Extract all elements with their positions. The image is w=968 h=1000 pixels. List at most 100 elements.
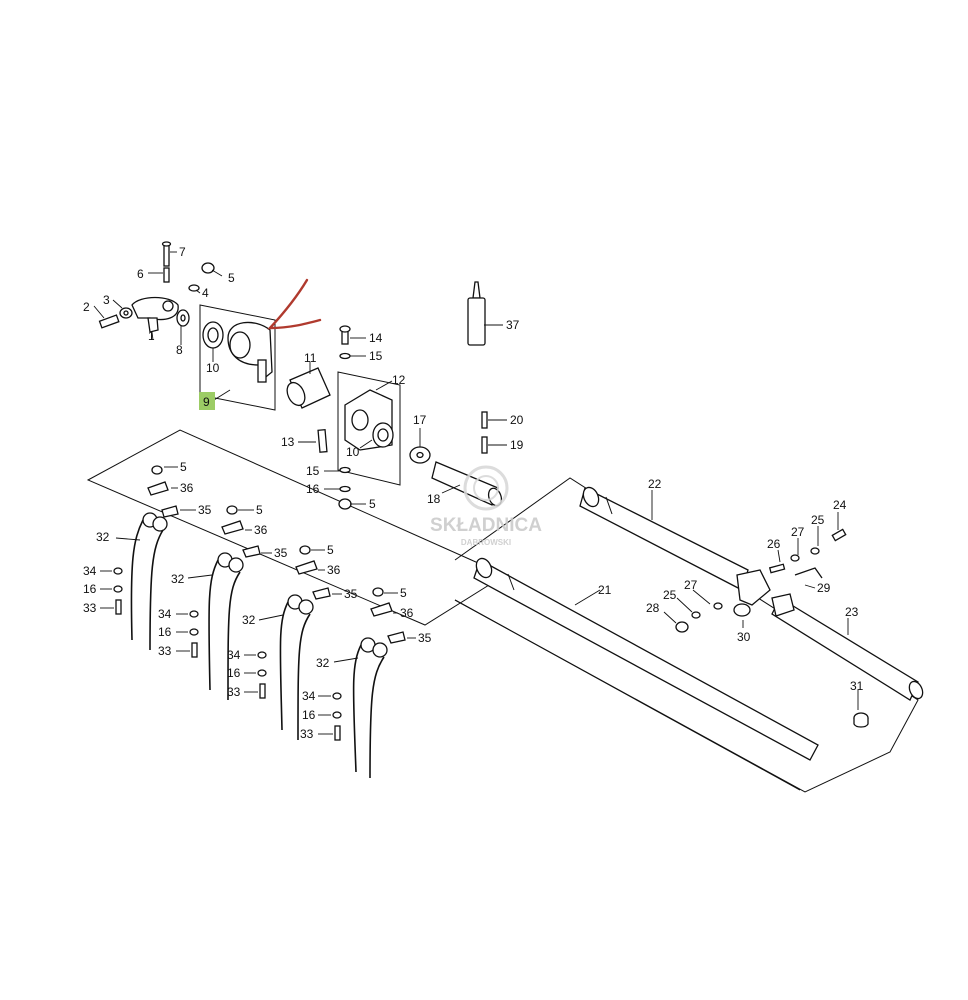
frame-12	[337, 371, 401, 486]
frame-9	[199, 304, 276, 411]
pin-29	[794, 567, 823, 579]
washer-25-top	[810, 547, 820, 555]
label-20: 20	[510, 413, 524, 427]
label-5: 5	[228, 271, 235, 285]
label-17: 17	[413, 413, 427, 427]
washer-27-low	[713, 602, 723, 610]
watermark-emblem-icon	[463, 465, 509, 511]
bolt-14	[339, 325, 351, 345]
key-13	[317, 428, 328, 453]
watermark-logo: SKŁADNICA DĄBROWSKI	[430, 465, 542, 547]
label-3: 3	[103, 293, 110, 307]
washer-15-upper	[339, 352, 351, 360]
label-g3-16: 16	[227, 666, 241, 680]
label-12: 12	[392, 373, 406, 387]
label-g1-35: 35	[198, 503, 212, 517]
label-g2-34: 34	[158, 607, 172, 621]
label-18: 18	[427, 492, 441, 506]
label-g2-16: 16	[158, 625, 172, 639]
label-g1-5: 5	[180, 460, 187, 474]
tine-group-1	[113, 465, 179, 651]
bolt-24	[831, 528, 847, 542]
cam-housing	[227, 321, 273, 383]
highlight-9	[199, 392, 215, 410]
nut-5-top	[201, 262, 215, 274]
label-21: 21	[598, 583, 612, 597]
label-15-upper: 15	[369, 349, 383, 363]
label-5-mid: 5	[369, 497, 376, 511]
label-29: 29	[817, 581, 831, 595]
label-7: 7	[179, 245, 186, 259]
washer-15-lower	[339, 466, 351, 474]
tube-21	[473, 557, 819, 761]
label-19: 19	[510, 438, 524, 452]
washer-16	[339, 485, 351, 493]
label-g3-33: 33	[227, 685, 241, 699]
pin-20	[481, 411, 488, 429]
label-g4-16: 16	[302, 708, 316, 722]
tube-plate-outline	[454, 477, 919, 793]
bolt-2	[98, 314, 120, 329]
tine-group-4	[332, 587, 406, 779]
label-27-top: 27	[791, 525, 805, 539]
pin-26	[768, 563, 786, 574]
label-g4-35: 35	[418, 631, 432, 645]
label-g4-36: 36	[400, 606, 414, 620]
pin-19	[481, 436, 488, 454]
label-10-right: 10	[346, 445, 360, 459]
label-g1-34: 34	[83, 564, 97, 578]
nut-3	[119, 307, 133, 319]
label-g3-36: 36	[327, 563, 341, 577]
label-g4-32: 32	[316, 656, 330, 670]
label-15-lower: 15	[306, 464, 320, 478]
hand-drawn-arrow	[267, 278, 322, 330]
label-13: 13	[281, 435, 295, 449]
washer-17	[409, 446, 431, 464]
label-g1-36: 36	[180, 481, 194, 495]
watermark-sub: DĄBROWSKI	[461, 538, 511, 547]
label-g2-35: 35	[274, 546, 288, 560]
washer-25-low	[691, 611, 701, 619]
nut-5-mid	[338, 498, 352, 510]
tube-plate-outline-lower	[454, 599, 801, 791]
label-14: 14	[369, 331, 383, 345]
latch-30	[733, 603, 751, 617]
label-g1-16: 16	[83, 582, 97, 596]
label-28: 28	[646, 601, 660, 615]
label-g3-32: 32	[242, 613, 256, 627]
coupling-bracket	[736, 569, 795, 617]
washer-8	[176, 309, 190, 327]
label-1: 1	[148, 329, 155, 343]
label-g4-33: 33	[300, 727, 314, 741]
label-31: 31	[850, 679, 864, 693]
washer-4	[188, 284, 200, 292]
tube-22	[579, 486, 749, 591]
label-10-left: 10	[206, 361, 220, 375]
label-30: 30	[737, 630, 751, 644]
cap-31	[853, 712, 869, 728]
label-27-low: 27	[684, 578, 698, 592]
label-25-low: 25	[663, 588, 677, 602]
label-g1-32: 32	[96, 530, 110, 544]
grease-tube-37	[467, 281, 486, 346]
label-8: 8	[176, 343, 183, 357]
pin-6	[163, 267, 170, 283]
sleeve-11	[286, 367, 331, 409]
label-37: 37	[506, 318, 520, 332]
label-g3-34: 34	[227, 648, 241, 662]
label-23: 23	[845, 605, 859, 619]
label-26: 26	[767, 537, 781, 551]
watermark-name: SKŁADNICA	[430, 515, 542, 536]
tine-group-3	[257, 545, 331, 741]
label-g3-35: 35	[344, 587, 358, 601]
leader-lines	[93, 251, 859, 735]
bearing-10-left	[202, 321, 224, 349]
label-25-top: 25	[811, 513, 825, 527]
label-g4-5: 5	[400, 586, 407, 600]
label-9: 9	[203, 395, 210, 409]
label-g2-33: 33	[158, 644, 172, 658]
crank-arm-1	[131, 296, 179, 333]
label-6: 6	[137, 267, 144, 281]
label-16: 16	[306, 482, 320, 496]
